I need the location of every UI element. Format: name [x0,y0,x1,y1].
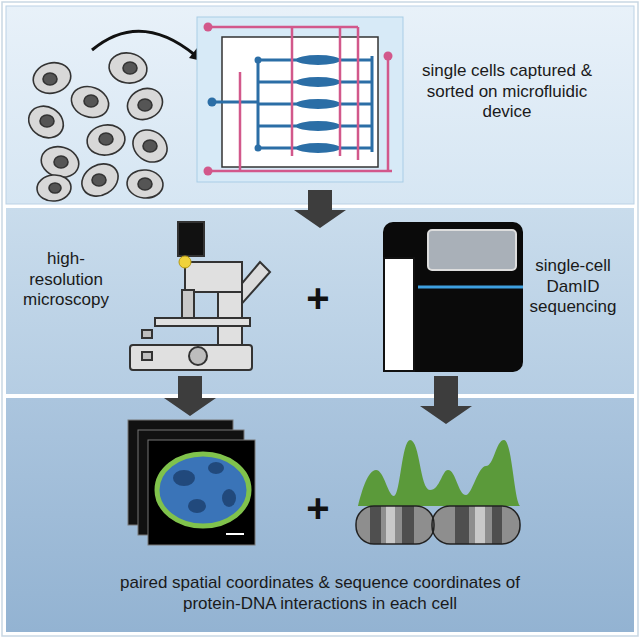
cell-part [138,178,152,190]
capture-panel: single cells captured & sorted on microf… [6,6,634,204]
cell-part [107,50,150,86]
cell-part [23,100,69,144]
image-stack [128,420,255,545]
microfluidic-device-part-part [255,57,262,64]
genome-track-part-part [492,500,502,550]
cell-part [85,122,128,158]
genome-track-part-part [386,500,395,550]
sequencer-part [428,230,516,270]
microscope-part [189,347,207,365]
image-stack-part [173,470,195,486]
microfluidic-device [197,17,403,182]
microscope-part [185,262,242,292]
image-stack-part [226,533,244,535]
microfluidic-device-part [197,17,403,182]
band-ground-part [6,208,634,394]
cell-part [143,140,157,152]
microfluidic-device-part-part [296,77,340,87]
panel-caption: high-resolution microscopy [14,249,118,311]
flow-arrow [294,190,346,228]
cell-part [138,99,152,111]
microscope-part [178,222,204,256]
cell [23,50,173,203]
genome-track [350,440,530,550]
microscope-part [142,330,152,338]
sequencer [383,222,523,372]
genome-track-part-part [455,500,469,550]
image-stack-part [157,454,249,526]
cell-part [36,174,72,203]
cell-part [54,156,68,168]
genome-track-part-part [475,500,485,550]
microfluidic-device-part-part [296,55,340,65]
microfluidic-device-part-part [296,143,340,153]
sequencer-part [418,286,523,289]
genome-track-part-part [350,500,530,550]
sequencer-part [383,222,523,372]
genome-track-part-part [370,500,381,550]
microscope [130,222,270,370]
band-ground-part [6,398,634,632]
cell-part [122,83,167,125]
microfluidic-device-part-part [296,121,340,131]
microfluidic-device-part [208,27,392,171]
flow-arrow [164,376,216,416]
genome-track-part [358,440,520,506]
microfluidic-device-part-part [296,99,340,109]
flow-arrow [420,376,472,424]
cell-part [67,81,113,122]
microscope-part [179,256,191,268]
image-stack-part [222,489,236,507]
cell-part [49,183,61,193]
genome-track-part [350,500,530,550]
cell-part [92,174,106,186]
cell-part [127,123,174,168]
cell-part [76,158,124,203]
cell-part [99,133,113,145]
panel-caption: paired spatial coordinates & sequence co… [100,573,540,614]
microscope-part [142,352,152,360]
image-stack-part [208,462,224,474]
plus-sign: + [306,278,329,318]
cell-part [30,59,74,98]
genome-track-part [432,506,520,544]
microfluidic-device-part-part [204,167,213,176]
panel-caption: single-cell DamID sequencing [521,256,625,318]
panel-caption: single cells captured & sorted on microf… [401,61,613,123]
cell-part [123,62,137,74]
genome-track-part-part [402,500,414,550]
curved-arrow [92,31,202,61]
band-ground-part [6,6,634,204]
microfluidic-device-part-part [208,27,392,171]
plus-sign: + [306,488,329,528]
curved-arrow-part [92,31,195,55]
microfluidic-device-part [204,23,393,176]
sequencer-part [384,258,414,371]
microfluidic-device-part-part [208,98,217,107]
genome-track-part [356,506,434,544]
microscope-part [155,318,250,326]
microscope-part [182,290,194,318]
microfluidic-device-part-part [204,23,213,32]
cell-part [43,73,57,85]
image-stack-part [148,440,255,545]
cell-part [126,168,164,199]
cell-part [84,95,98,107]
image-stack-part [188,499,206,513]
cell-part [40,115,54,127]
microfluidic-device-part-part [255,145,262,152]
microscope-part [130,345,252,370]
microfluidic-device-part-part [384,52,393,61]
microfluidic-device-part [208,55,341,153]
